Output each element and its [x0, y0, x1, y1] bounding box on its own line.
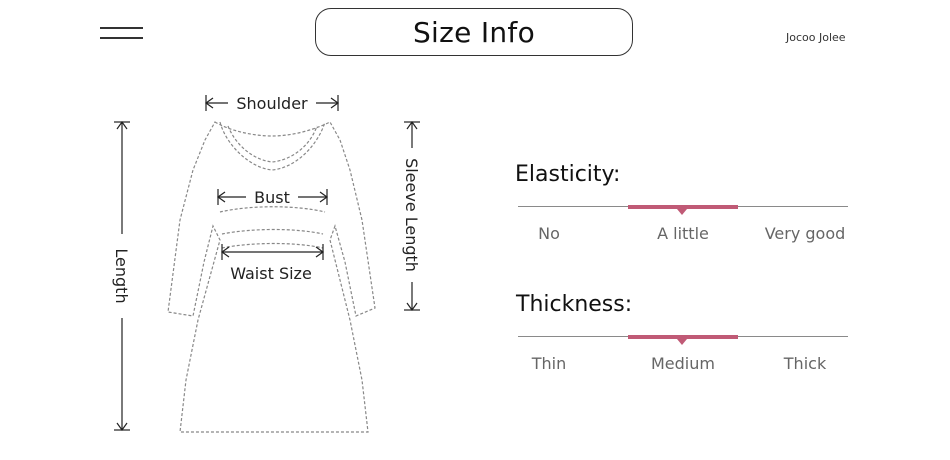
waist-seam-bottom	[221, 242, 324, 249]
waist-arrow	[220, 246, 230, 258]
shoulder-arrow	[204, 97, 214, 109]
page-title: Size Info	[315, 8, 633, 56]
sleeve-length-label: Sleeve Length	[402, 158, 421, 272]
elasticity-option-very-good: Very good	[764, 224, 846, 243]
shoulder-arrow	[330, 97, 340, 109]
bust-label: Bust	[254, 188, 290, 207]
waist-arrow	[315, 246, 325, 258]
elasticity-option-no: No	[538, 224, 560, 243]
bust-arrow	[319, 191, 329, 203]
elasticity-pointer-icon	[677, 209, 687, 215]
menu-bar	[100, 37, 143, 39]
length-arrow	[116, 120, 128, 130]
length-label: Length	[112, 248, 131, 303]
neckline-inner	[227, 125, 318, 163]
thickness-title: Thickness:	[516, 292, 633, 317]
bust-seam	[219, 206, 326, 213]
menu-bar	[100, 27, 143, 29]
elasticity-title: Elasticity:	[515, 162, 621, 187]
thickness-option-medium: Medium	[651, 354, 715, 373]
sleeve-length-arrow	[406, 302, 418, 312]
shoulder-label: Shoulder	[236, 94, 308, 113]
thickness-option-thin: Thin	[531, 354, 567, 373]
elasticity-option-a-little: A little	[657, 224, 709, 243]
brand-name: Jocoo Jolee	[786, 31, 846, 44]
dress-body	[167, 121, 376, 433]
waist-seam-top	[221, 228, 324, 235]
length-arrow	[116, 422, 128, 432]
sleeve-length-arrow	[406, 120, 418, 130]
bust-arrow	[216, 191, 226, 203]
thickness-pointer-icon	[677, 339, 687, 345]
thickness-option-thick: Thick	[783, 354, 827, 373]
waist-size-label: Waist Size	[230, 264, 312, 283]
hamburger-menu-icon[interactable]	[100, 27, 143, 39]
dress-outline-icon: Shoulder Bust Waist Size Length Sleeve L…	[112, 94, 421, 433]
thickness-selected-mark	[628, 335, 738, 339]
elasticity-selected-mark	[628, 205, 738, 209]
neckline	[219, 121, 326, 171]
